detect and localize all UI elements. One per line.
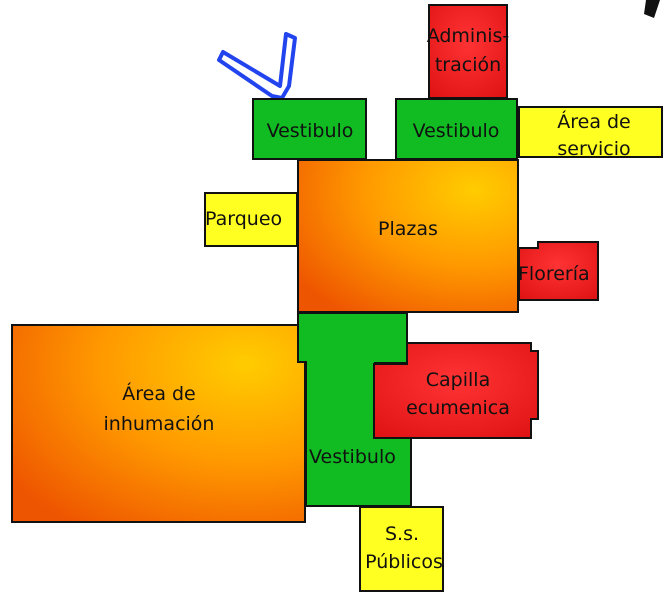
room-vestibulo-right: Vestibulo bbox=[395, 98, 518, 160]
room-administracion: Adminis- tración bbox=[427, 4, 510, 99]
check-mark-icon bbox=[217, 32, 297, 100]
room-label: ecumenica bbox=[406, 397, 510, 419]
room-parqueo: Parqueo bbox=[204, 192, 298, 247]
room-label: Parqueo bbox=[205, 208, 282, 230]
room-label: Área de bbox=[122, 382, 196, 405]
room-label: inhumación bbox=[104, 413, 215, 435]
room-plazas: Plazas bbox=[297, 159, 519, 313]
room-label: tración bbox=[435, 54, 501, 76]
room-label: Vestibulo bbox=[309, 446, 396, 468]
room-label: Vestibulo bbox=[267, 120, 354, 142]
room-ss-publicos: S.s. Públicos bbox=[359, 506, 444, 592]
room-label: Plazas bbox=[378, 218, 438, 240]
room-label: Área de bbox=[557, 110, 631, 133]
room-vestibulo-left: Vestibulo bbox=[252, 98, 367, 160]
room-floreria: Florería bbox=[518, 241, 599, 301]
room-label: Capilla bbox=[426, 369, 490, 391]
room-area-inhumacion: Área de inhumación bbox=[11, 324, 306, 523]
room-capilla-ecumenica: Capilla ecumenica bbox=[373, 342, 539, 439]
room-label: Adminis- bbox=[427, 25, 510, 47]
room-label: Vestibulo bbox=[413, 120, 500, 142]
room-label: S.s. bbox=[385, 523, 419, 545]
room-area-servicio: Área de servicio bbox=[518, 106, 663, 160]
room-label: servicio bbox=[557, 138, 630, 160]
stray-mark bbox=[644, 0, 660, 18]
room-label: Públicos bbox=[365, 551, 443, 573]
room-vestibulo-center: Vestibulo bbox=[297, 312, 412, 507]
room-label: Florería bbox=[518, 263, 590, 285]
